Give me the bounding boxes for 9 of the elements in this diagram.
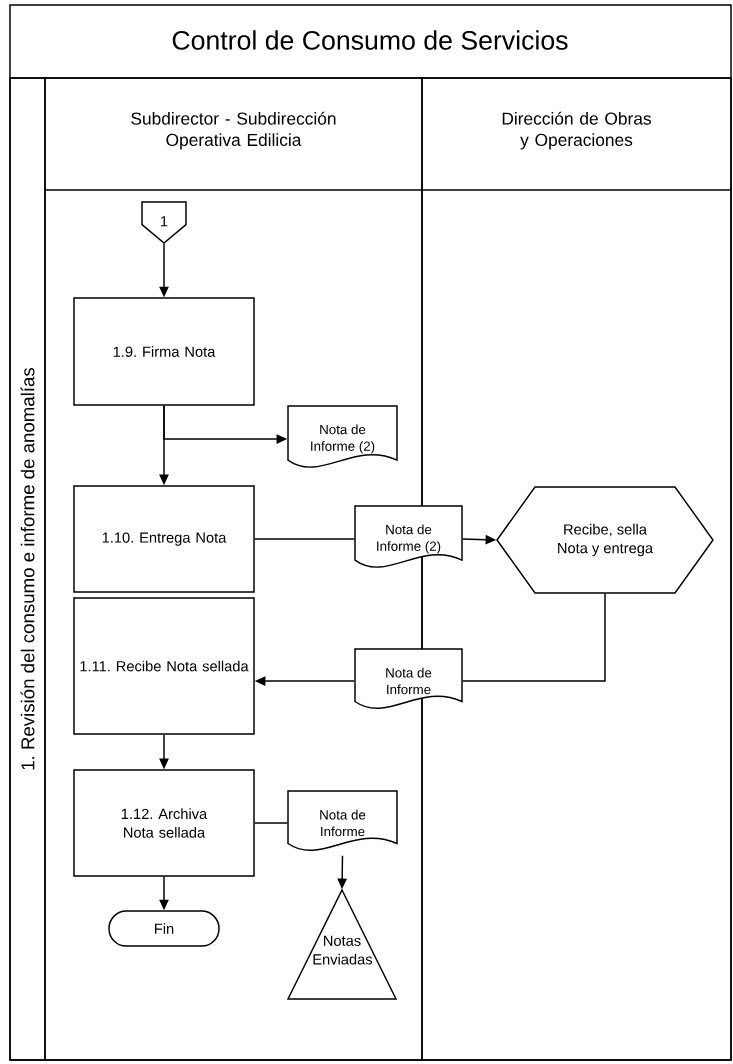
phase-band: 1. Revisión del consumo e informe de anomalías bbox=[9, 77, 46, 1061]
terminator: Fin bbox=[108, 910, 220, 947]
process-box: 1.10. Entrega Nota bbox=[73, 485, 255, 593]
preparation-hexagon: Recibe, sella Nota y entrega bbox=[496, 486, 714, 594]
process-box: 1.12. Archiva Nota sellada bbox=[73, 769, 255, 877]
off-page-connector: 1 bbox=[141, 201, 187, 244]
process-box: 1.9. Firma Nota bbox=[73, 297, 255, 406]
title-text: Control de Consumo de Servicios bbox=[172, 30, 568, 50]
process-box: 1.11. Recibe Nota sellada bbox=[73, 597, 255, 735]
